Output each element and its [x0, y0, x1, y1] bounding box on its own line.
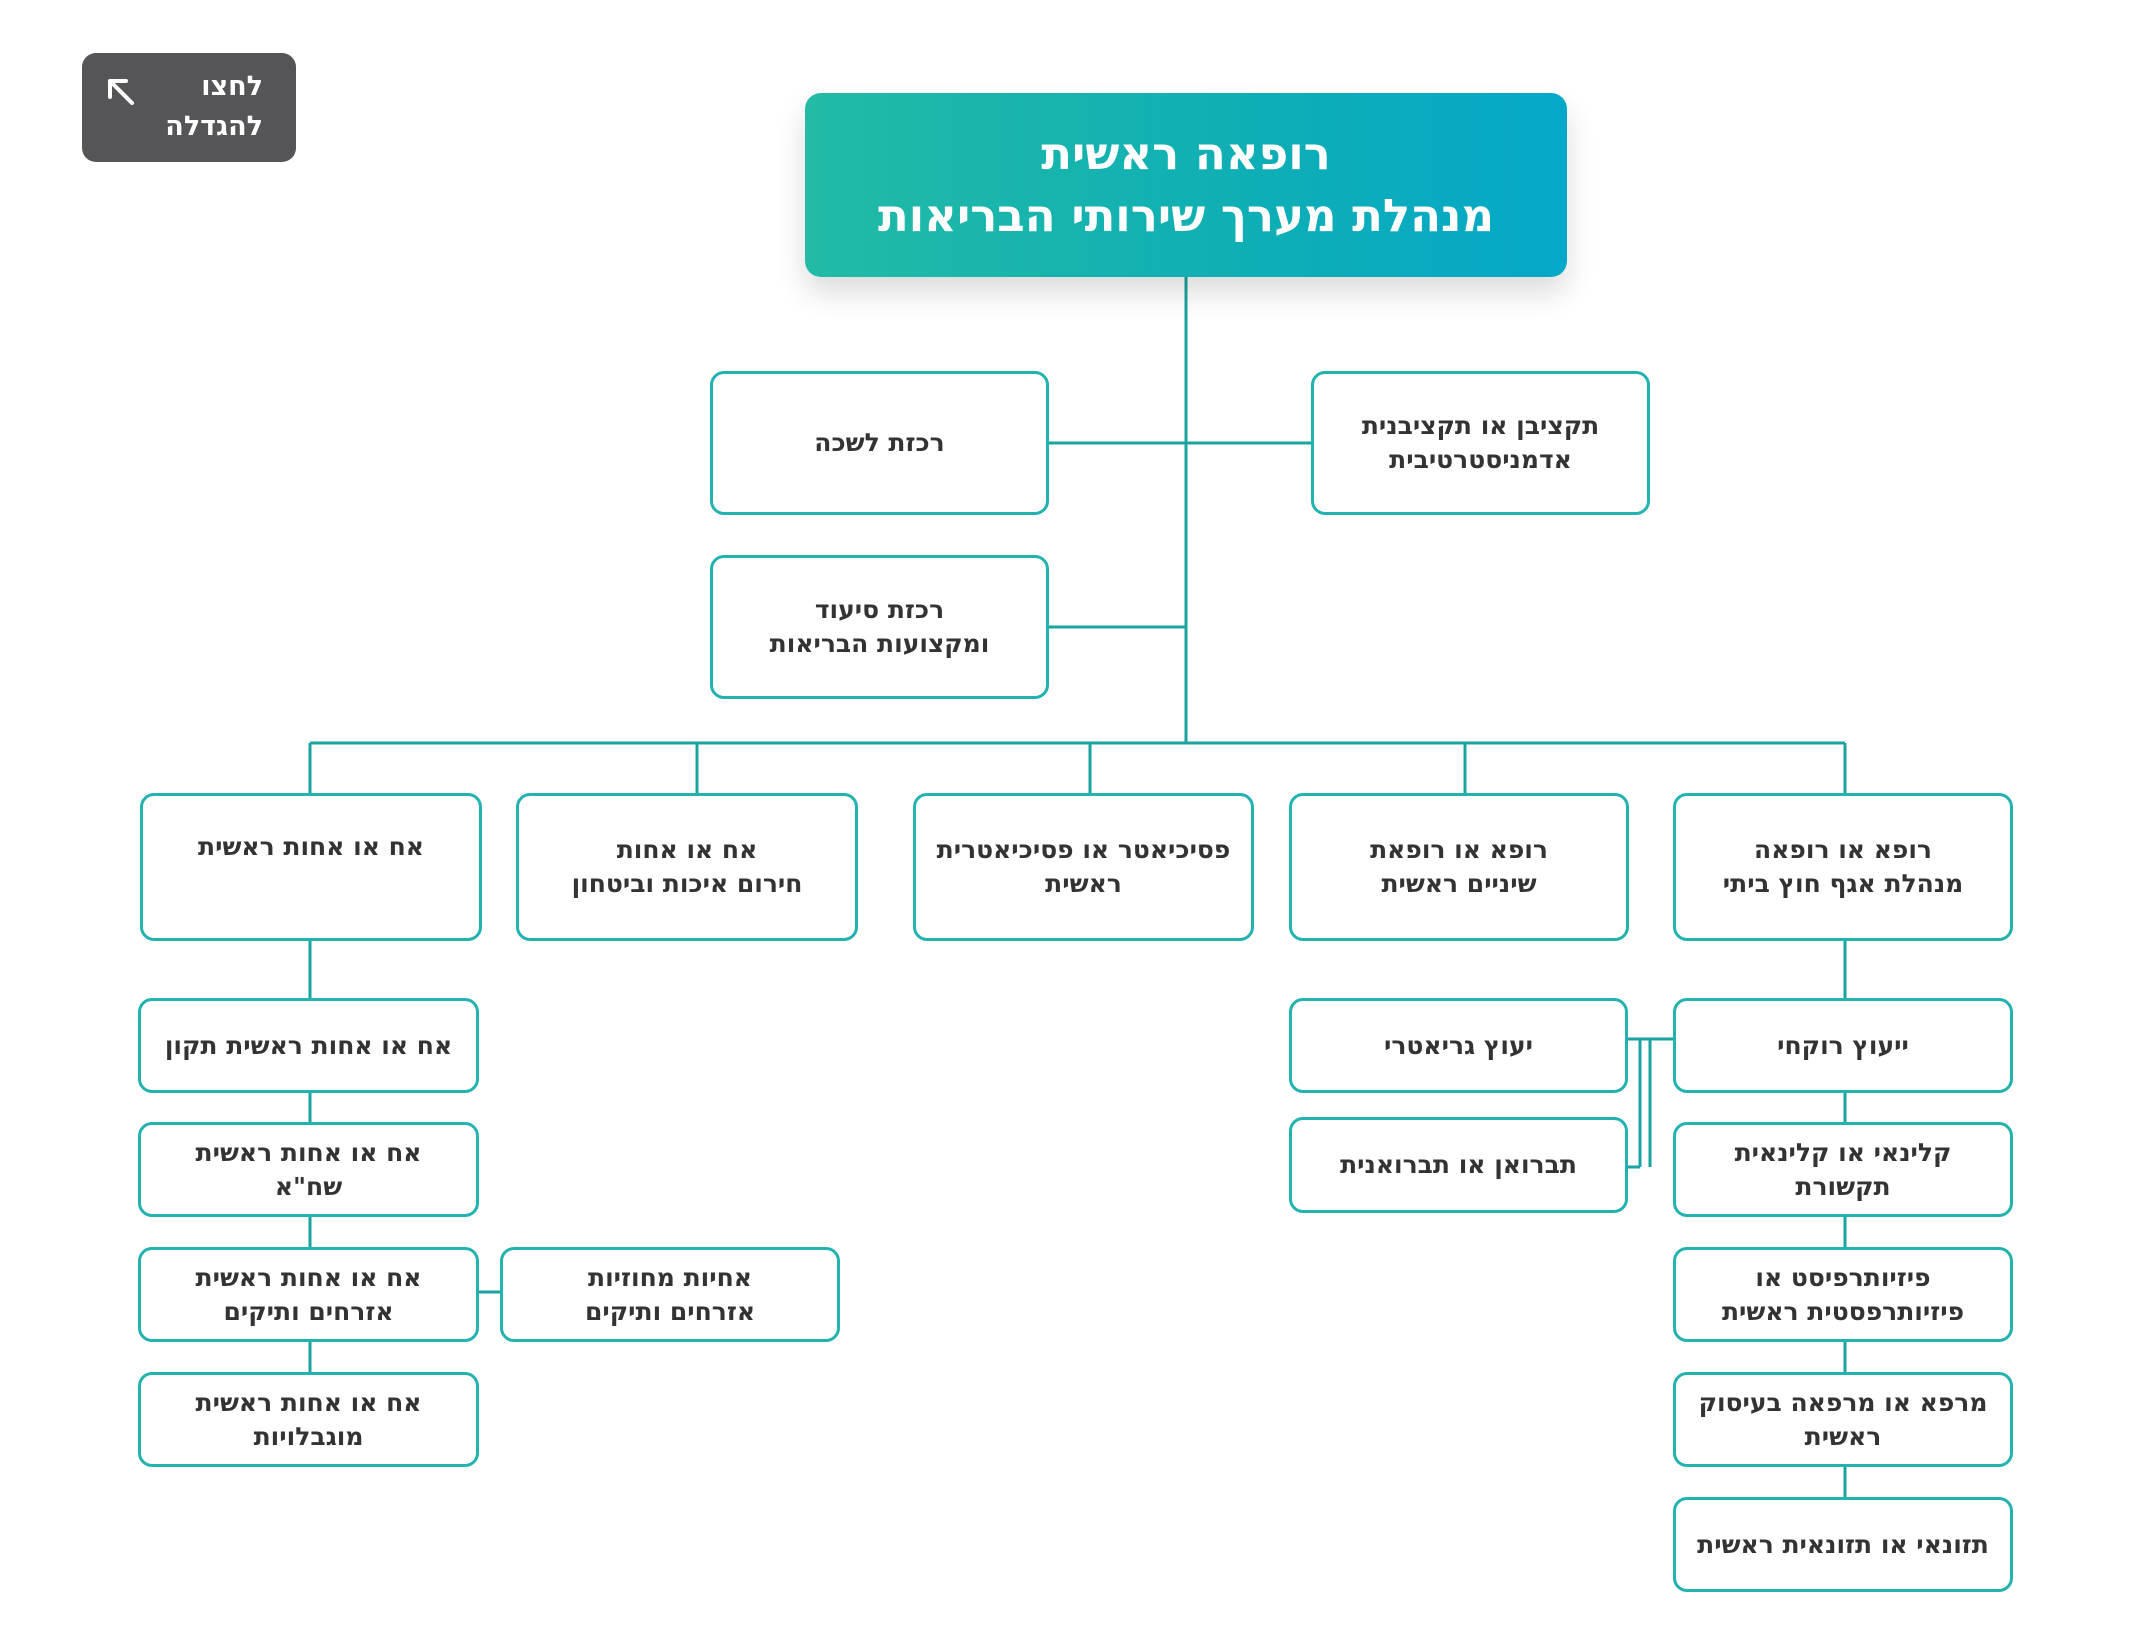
box-label: פיזיותרפיסט או — [1755, 1262, 1931, 1292]
box-label: רופא או רופאה — [1754, 835, 1932, 864]
head-title: רופאה ראשית — [1041, 127, 1331, 180]
box-label: אח או אחות ראשית — [195, 1262, 422, 1292]
box-label: מוגבלויות — [253, 1421, 364, 1451]
box-label: מנהלת אגף חוץ ביתי — [1722, 869, 1964, 898]
care-coordinator-box: רכזת סיעוד ומקצועות הבריאות — [710, 555, 1049, 699]
emergency-nurse-box: אח או אחות חירום איכות וביטחון — [516, 793, 858, 941]
speech-clinician-box: קלינאי או קלינאית תקשורת — [1673, 1122, 2013, 1217]
box-label: ראשית — [1804, 1421, 1882, 1451]
geriatric-consult-box: יעוץ גריאטרי — [1289, 998, 1628, 1093]
zoom-button[interactable]: לחצו להגדלה — [82, 53, 296, 162]
box-label: אח או אחות ראשית — [195, 1387, 422, 1417]
box-label: שיניים ראשית — [1381, 869, 1537, 898]
psychiatry-chief-box: פסיכיאטר או פסיכיאטרית ראשית — [913, 793, 1254, 941]
senior-citizens-nurse-box: אח או אחות ראשית אזרחים ותיקים — [138, 1247, 479, 1342]
chief-nurse-box: אח או אחות ראשית — [140, 793, 482, 941]
occupational-therapist-box: מרפא או מרפאה בעיסוק ראשית — [1673, 1372, 2013, 1467]
dietitian-box: תזונאי או תזונאית ראשית — [1673, 1497, 2013, 1592]
box-label: אחיות מחוזיות — [588, 1262, 752, 1292]
box-label: אח או אחות ראשית תקון — [164, 1030, 453, 1060]
box-label: אזרחים ותיקים — [584, 1296, 756, 1326]
box-label: חירום איכות וביטחון — [571, 869, 803, 898]
box-label: אזרחים ותיקים — [223, 1296, 394, 1326]
zoom-label: לחצו להגדלה — [165, 67, 263, 147]
box-label: תקציבן או תקציבנית — [1361, 411, 1600, 440]
budget-officer-box: תקציבן או תקציבנית אדמניסטרטיבית — [1311, 371, 1650, 515]
district-nurses-box: אחיות מחוזיות אזרחים ותיקים — [500, 1247, 840, 1342]
box-label: אח או אחות ראשית — [195, 1137, 422, 1167]
arrow-up-left-icon — [108, 79, 134, 105]
head-subtitle: מנהלת מערך שירותי הבריאות — [878, 189, 1495, 242]
disabilities-nurse-box: אח או אחות ראשית מוגבלויות — [138, 1372, 479, 1467]
box-label: מרפא או מרפאה בעיסוק — [1698, 1387, 1988, 1417]
shaha-nurse-box: אח או אחות ראשית שח"א — [138, 1122, 479, 1217]
office-coordinator-box: רכזת לשכה — [710, 371, 1049, 515]
rehab-nurse-box: אח או אחות ראשית תקון — [138, 998, 479, 1093]
sanitation-box: תברואן או תברואנית — [1289, 1117, 1628, 1213]
box-label: אדמניסטרטיבית — [1389, 445, 1572, 474]
box-label: ראשית — [1045, 869, 1122, 898]
box-label: ייעוץ רוקחי — [1777, 1030, 1909, 1060]
zoom-label-line: להגדלה — [165, 111, 263, 142]
chief-physician-box: רופאה ראשית מנהלת מערך שירותי הבריאות — [805, 93, 1567, 277]
box-label: אח או אחות — [616, 835, 758, 864]
box-label: תזונאי או תזונאית ראשית — [1697, 1529, 1989, 1559]
box-label: יעוץ גריאטרי — [1384, 1030, 1533, 1060]
box-label: קלינאי או קלינאית — [1734, 1137, 1952, 1167]
box-label: רופא או רופאת — [1370, 835, 1548, 864]
box-label: אח או אחות ראשית — [198, 832, 424, 861]
box-label: פיזיותרפסטית ראשית — [1721, 1296, 1965, 1326]
box-label: תקשורת — [1795, 1171, 1891, 1201]
box-label: רכזת לשכה — [814, 428, 945, 457]
dental-chief-box: רופא או רופאת שיניים ראשית — [1289, 793, 1629, 941]
physiotherapist-box: פיזיותרפיסט או פיזיותרפסטית ראשית — [1673, 1247, 2013, 1342]
zoom-label-line: לחצו — [201, 71, 263, 102]
box-label: ומקצועות הבריאות — [769, 629, 990, 658]
box-label: תברואן או תברואנית — [1340, 1150, 1577, 1179]
outpatient-director-box: רופא או רופאה מנהלת אגף חוץ ביתי — [1673, 793, 2013, 941]
pharmacy-consult-box: ייעוץ רוקחי — [1673, 998, 2013, 1093]
box-label: שח"א — [274, 1171, 343, 1201]
box-label: פסיכיאטר או פסיכיאטרית — [936, 835, 1231, 864]
box-label: רכזת סיעוד — [814, 595, 945, 624]
